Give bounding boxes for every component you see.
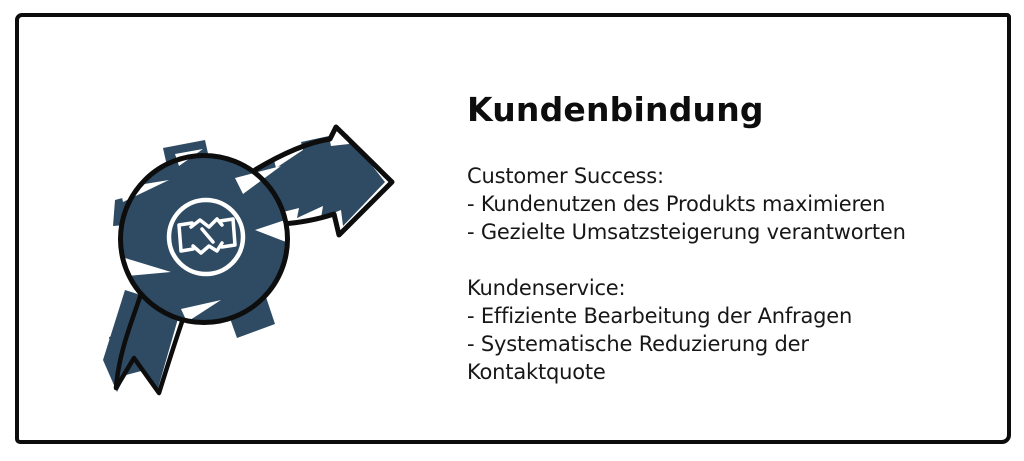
growth-arrow-icon [249,124,395,238]
bullet-item: - Gezielte Umsatzsteigerung verantworten [467,220,906,244]
bullet-item: - Kundenutzen des Produkts maximieren [467,192,886,216]
slide-border: Kundenbindung Customer Success: - Kunden… [15,13,1011,444]
handshake-icon [166,197,246,277]
section-heading: Customer Success: [467,164,664,188]
customer-retention-badge-illustration [103,124,395,396]
award-ribbon-icon [103,290,188,396]
bullet-item: - Effiziente Bearbeitung der Anfragen [467,304,853,328]
content-block: Kundenbindung Customer Success: - Kunden… [467,89,1012,414]
kundenservice-section: Kundenservice: - Effiziente Bearbeitung … [467,274,1012,386]
customer-success-section: Customer Success: - Kundenutzen des Prod… [467,162,1012,246]
badge-circle [113,140,290,338]
page-title: Kundenbindung [467,90,764,129]
bullet-item: - Systematische Reduzierung der Kontaktq… [467,332,809,384]
section-heading: Kundenservice: [467,276,626,300]
